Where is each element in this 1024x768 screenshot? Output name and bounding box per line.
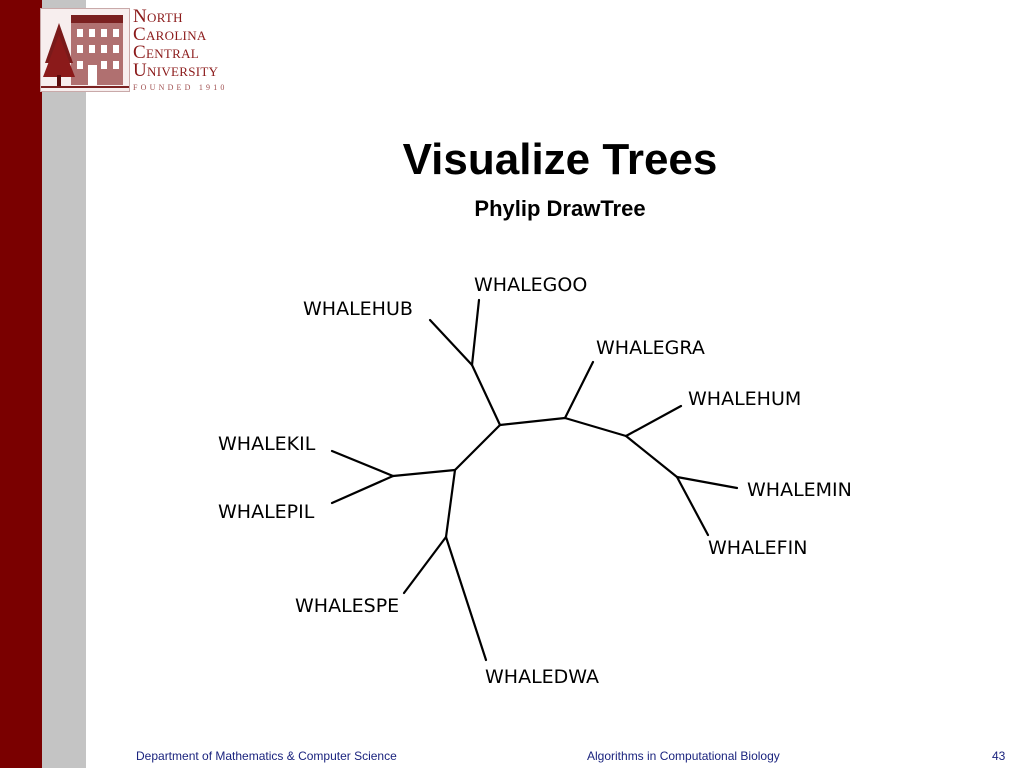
building-logo-icon [40,8,130,92]
leaf-label: WHALEKIL [218,433,316,455]
university-name: North Carolina Central University FOUNDE… [133,6,228,92]
branch-right-mid [563,416,628,438]
branch-fin [675,475,710,537]
branch-left-stem [391,468,457,478]
branch-lower-stem [444,468,457,539]
branch-root-left [453,423,502,472]
leaf-label: WHALEHUB [303,298,413,320]
leaf-label: WHALEHUM [688,388,801,410]
branch-goo [470,298,481,367]
leaf-label: WHALEFIN [708,537,807,559]
footer-page-number: 43 [992,749,1006,763]
footer-course: Algorithms in Computational Biology [587,749,780,763]
branch-pil [330,474,395,505]
leaf-label: WHALESPE [295,595,399,617]
leaf-label: WHALEMIN [747,479,852,501]
footer-department: Department of Mathematics & Computer Sci… [136,749,397,763]
logo-line-university: University [133,60,219,81]
leaf-label: WHALEDWA [485,666,599,688]
branch-right-lower [624,434,679,479]
branch-gra [563,360,595,420]
leaf-label: WHALEPIL [218,501,315,523]
branch-root-top [470,363,502,427]
branch-spe [402,535,448,595]
logo-founded: FOUNDED 1910 [133,83,228,92]
sidebar-gray-stripe [42,0,86,768]
leaf-label: WHALEGOO [474,274,587,296]
branch-min [675,475,739,490]
branch-hum [624,404,683,438]
sidebar-red-stripe [0,0,42,768]
logo-line-carolina: Carolina [133,24,207,45]
logo-line-north: North [133,6,183,27]
branch-root-upper [498,416,567,427]
slide-title: Visualize Trees [402,135,718,184]
branch-dwa [444,535,488,662]
logo-line-central: Central [133,42,200,63]
branch-kil [330,449,395,478]
university-logo: North Carolina Central University FOUNDE… [40,6,250,92]
slide-subtitle: Phylip DrawTree [474,196,646,221]
leaf-label: WHALEGRA [596,337,705,359]
branch-hub [428,318,474,367]
